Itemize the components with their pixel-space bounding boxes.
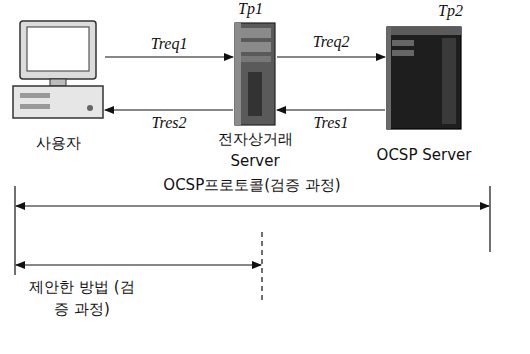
span-arrow (16, 205, 489, 206)
bracket-line (489, 186, 490, 252)
message-arrow (277, 56, 385, 57)
dashed-line (261, 232, 262, 302)
node-tag: Tp1 (238, 0, 278, 18)
message-label: Treq1 (151, 35, 188, 53)
message-arrow (105, 56, 233, 57)
node-label: 사용자 (0, 132, 118, 154)
computer-icon (12, 20, 104, 120)
server-icon (234, 22, 276, 126)
span-label: 제안한 방법 (검증 과정) (22, 276, 142, 320)
node-label: 전자상거래 Server (194, 128, 316, 172)
message-arrow (277, 109, 385, 110)
message-label: Tres1 (314, 114, 349, 132)
device-node: Tp2OCSP Server (386, 26, 462, 130)
message-arrow (105, 109, 233, 110)
device-node: 사용자 (12, 20, 104, 120)
device-node: Tp1전자상거래 Server (234, 22, 276, 126)
server-icon (386, 26, 462, 130)
message-label: Tres2 (152, 114, 187, 132)
node-label: OCSP Server (364, 144, 484, 166)
bracket-line (14, 186, 15, 275)
node-tag: Tp2 (438, 2, 478, 20)
message-label: Treq2 (313, 33, 350, 51)
span-arrow (16, 264, 261, 265)
span-label: OCSP프로토콜(검증 과정) (102, 174, 402, 196)
